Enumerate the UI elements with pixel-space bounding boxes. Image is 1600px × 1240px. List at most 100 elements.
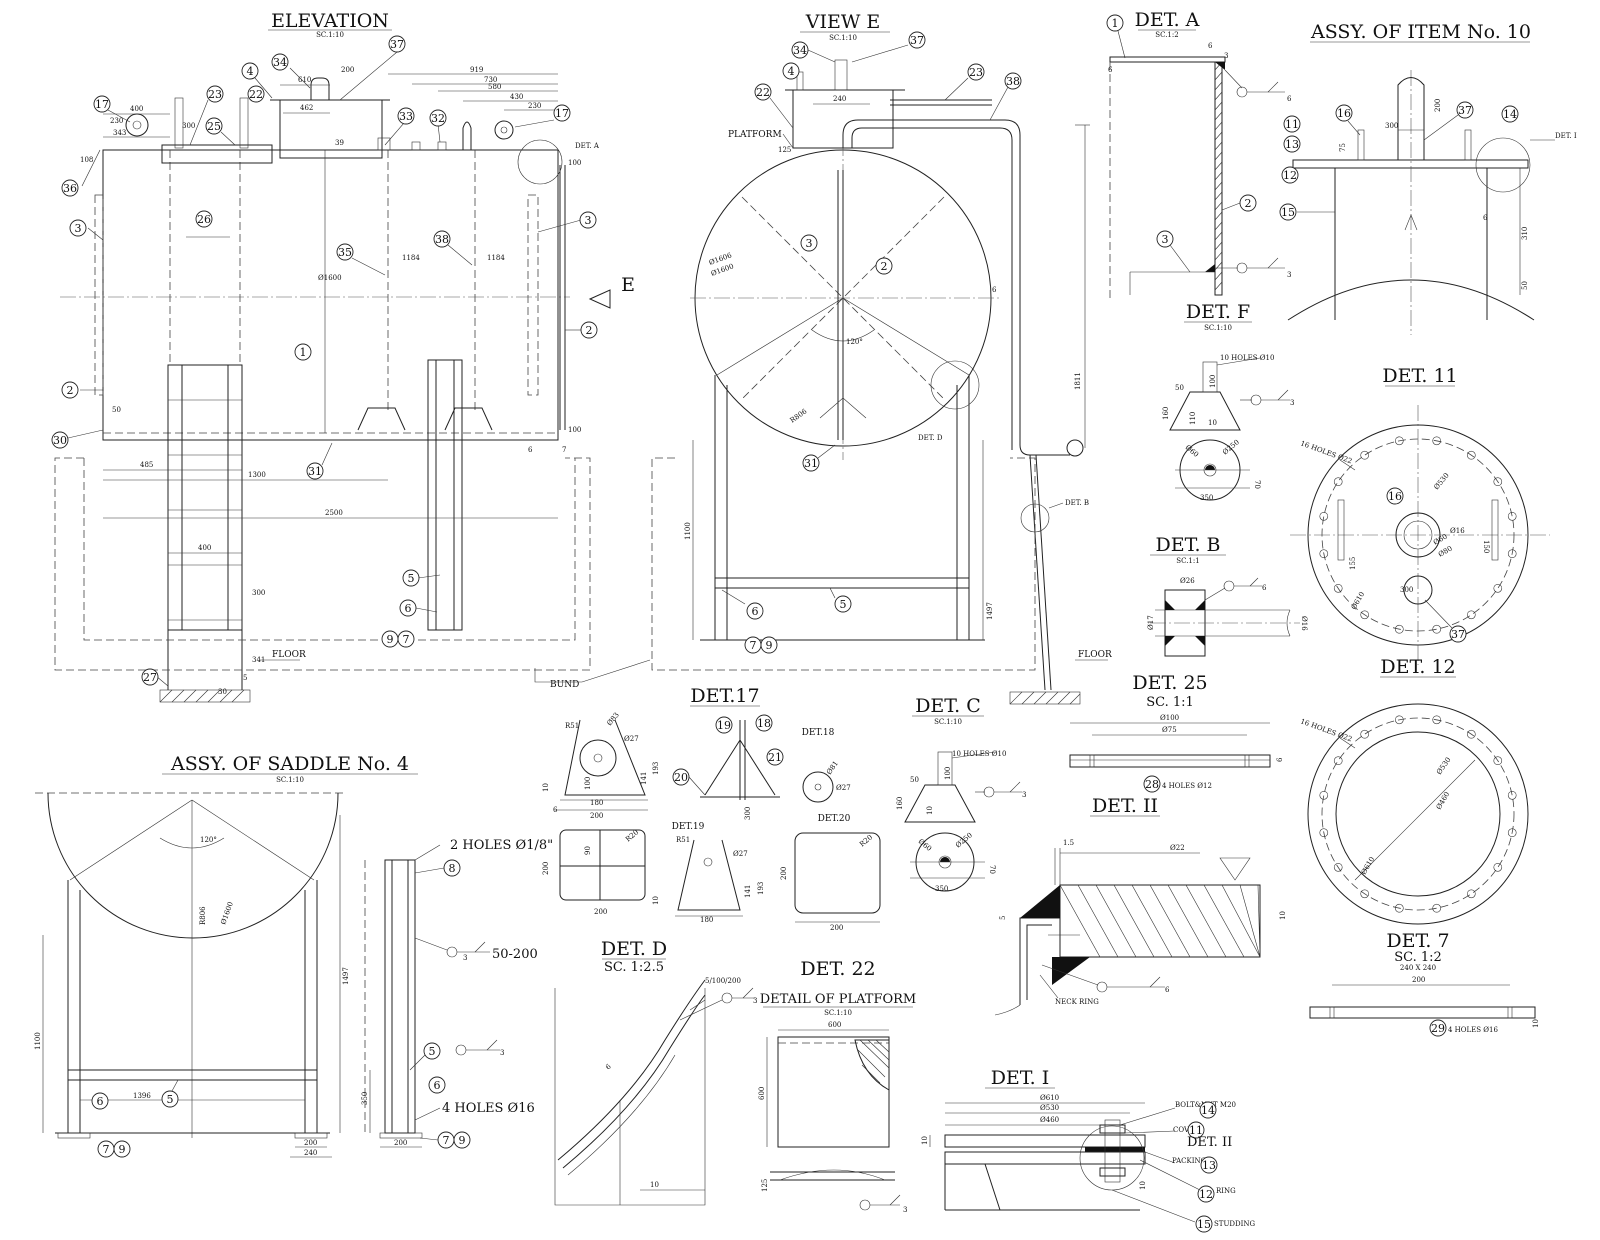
det-25-view: DET. 25 SC. 1:1 Ø100 Ø75 6 28 4 HOLES Ø1… xyxy=(1069,672,1284,793)
det-c-scale: SC.1:10 xyxy=(934,718,962,726)
det-11-view: DET. 11 16 HOLES Ø22 Ø530 Ø16 Ø60 Ø80 15… xyxy=(1290,365,1550,665)
svg-text:11: 11 xyxy=(1285,118,1299,131)
det-7-scale: SC. 1:2 xyxy=(1394,950,1442,965)
weld-size: 3 xyxy=(500,1049,504,1057)
dim: Ø26 xyxy=(1180,577,1195,585)
svg-text:6: 6 xyxy=(752,605,759,618)
dim: 400 xyxy=(130,105,143,113)
bolt-hole xyxy=(1333,477,1343,487)
dim: 30 xyxy=(218,688,227,696)
assy-item-10-view: ASSY. OF ITEM No. 10 DET. I 300 200 75 3… xyxy=(1279,21,1577,335)
bolt-hole xyxy=(1333,756,1343,766)
bolt-hole xyxy=(1493,583,1503,593)
neck-ring-label: NECK RING xyxy=(1055,998,1099,1006)
floor-label: FLOOR xyxy=(272,650,306,660)
dim: 1300 xyxy=(248,471,266,479)
det-d-weld: 5/100/200 xyxy=(705,977,741,985)
assy-saddle-view: ASSY. OF SADDLE No. 4 SC.1:10 120° R806 … xyxy=(34,753,553,1158)
det-17-view: DET.17 180 200 R51 Ø83 Ø27 10 100 141 19… xyxy=(542,685,881,932)
dim: 100 xyxy=(1209,375,1217,388)
dim: 125 xyxy=(778,146,791,154)
dim: 150 xyxy=(1482,540,1490,553)
bolt-hole xyxy=(1507,511,1517,521)
hatch-line xyxy=(1167,884,1209,958)
weld-size: 3 xyxy=(753,997,757,1005)
svg-text:29: 29 xyxy=(1431,1022,1445,1035)
det-a-title: DET. A xyxy=(1135,9,1200,31)
dim: 200 xyxy=(394,1139,407,1147)
dim: Ø610 xyxy=(1350,590,1366,611)
dim: 100 xyxy=(584,777,592,790)
det-d-view: DET. D SC. 1:2.5 5/100/200 3 10 6 xyxy=(554,938,757,1206)
dim: 10 xyxy=(652,896,660,905)
dim: 108 xyxy=(80,156,93,164)
holes-16-saddle: 4 HOLES Ø16 xyxy=(442,1101,535,1116)
dim: 5 xyxy=(999,916,1007,920)
dim: 430 xyxy=(510,93,523,101)
dim: Ø22 xyxy=(1170,844,1185,852)
dim: Ø27 xyxy=(733,850,748,858)
dim: 70 xyxy=(1253,480,1261,489)
svg-text:28: 28 xyxy=(1145,778,1159,791)
weld-size: 3 xyxy=(1022,791,1026,799)
dim: 240 xyxy=(833,95,846,103)
det-22-title: DET. 22 xyxy=(800,958,875,980)
det-d-callout: DET. D xyxy=(918,434,943,442)
bolt-hole xyxy=(1467,610,1476,620)
bolt-hole xyxy=(1395,436,1404,446)
svg-text:3: 3 xyxy=(1162,233,1169,246)
dim: 10 xyxy=(1208,419,1217,427)
elevation-tank-shell xyxy=(102,149,559,441)
svg-text:27: 27 xyxy=(143,671,157,684)
dim: 10 xyxy=(1279,911,1287,920)
dim: Ø16 xyxy=(1450,527,1465,535)
dim: R51 xyxy=(565,722,579,730)
bolt-hole xyxy=(1432,436,1441,446)
dim: 75 xyxy=(1339,143,1347,152)
dim: 300 xyxy=(252,589,265,597)
det-b-scale: SC.1:1 xyxy=(1176,557,1199,565)
view-e-scale: SC.1:10 xyxy=(829,34,857,42)
dim: 6 xyxy=(992,286,997,294)
bolt-hole xyxy=(1432,903,1441,913)
dim: 200 xyxy=(780,867,788,880)
dim: 50 xyxy=(1521,281,1529,290)
bolt-hole xyxy=(1395,624,1404,634)
dim: 580 xyxy=(488,83,501,91)
dim: 70 xyxy=(988,865,996,874)
svg-text:3: 3 xyxy=(75,222,82,235)
det-11-bolt-holes xyxy=(1319,436,1517,634)
bolt-hole xyxy=(1360,889,1369,899)
det-22-scale: SC.1:10 xyxy=(824,1009,852,1017)
view-arrow-e: E xyxy=(621,274,635,296)
bolt-hole xyxy=(1395,903,1404,913)
dim: Ø250 xyxy=(1221,438,1241,456)
platform-label: PLATFORM xyxy=(728,130,782,140)
svg-text:14: 14 xyxy=(1201,1104,1215,1117)
det-c-view: DET. C SC.1:10 10 HOLES Ø10 3 50 160 100… xyxy=(896,695,1026,893)
svg-text:12: 12 xyxy=(1283,169,1297,182)
dim: R20 xyxy=(624,828,640,843)
svg-text:23: 23 xyxy=(969,66,983,79)
det-ii-callout: DET. II xyxy=(1187,1135,1232,1150)
svg-text:37: 37 xyxy=(910,34,924,47)
svg-text:14: 14 xyxy=(1503,108,1517,121)
dim: 1184 xyxy=(487,254,505,262)
dim: 50 xyxy=(1175,384,1184,392)
dim: Ø530 xyxy=(1040,1104,1059,1112)
dim: Ø530 xyxy=(1435,756,1453,776)
dim: 310 xyxy=(1521,227,1529,240)
dim: 730 xyxy=(484,76,497,84)
dim: 1811 xyxy=(1074,372,1082,390)
dim: 230 xyxy=(110,117,123,125)
svg-text:5: 5 xyxy=(429,1045,436,1058)
dim: 1497 xyxy=(342,967,350,985)
dim: 193 xyxy=(757,882,765,895)
dim: 1100 xyxy=(684,522,692,540)
detail-of-platform: DETAIL OF PLATFORM xyxy=(760,992,916,1007)
det-i-title: DET. I xyxy=(991,1067,1050,1089)
det-17-title: DET.17 xyxy=(690,685,759,707)
svg-text:3: 3 xyxy=(585,214,592,227)
svg-text:15: 15 xyxy=(1197,1218,1211,1231)
dim: 141 xyxy=(640,772,648,785)
